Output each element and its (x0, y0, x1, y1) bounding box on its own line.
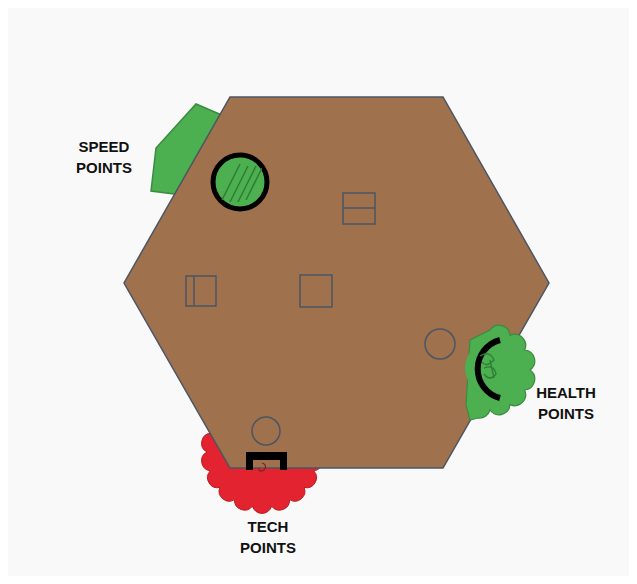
health-mark (480, 354, 496, 378)
tile-markers (186, 193, 455, 445)
token-label: TECH POINTS (223, 516, 313, 558)
tech-mark (259, 463, 266, 471)
background (8, 8, 629, 576)
health-token (466, 325, 535, 420)
speed-slot (213, 155, 267, 209)
speed-hatch (222, 164, 262, 202)
token-label: HEALTH POINTS (521, 382, 611, 424)
tech-slot (246, 452, 287, 470)
health-slot (465, 341, 519, 395)
health-slot-rim (478, 340, 500, 398)
hex-tile (124, 97, 549, 468)
token-label: SPEED POINTS (59, 136, 149, 178)
